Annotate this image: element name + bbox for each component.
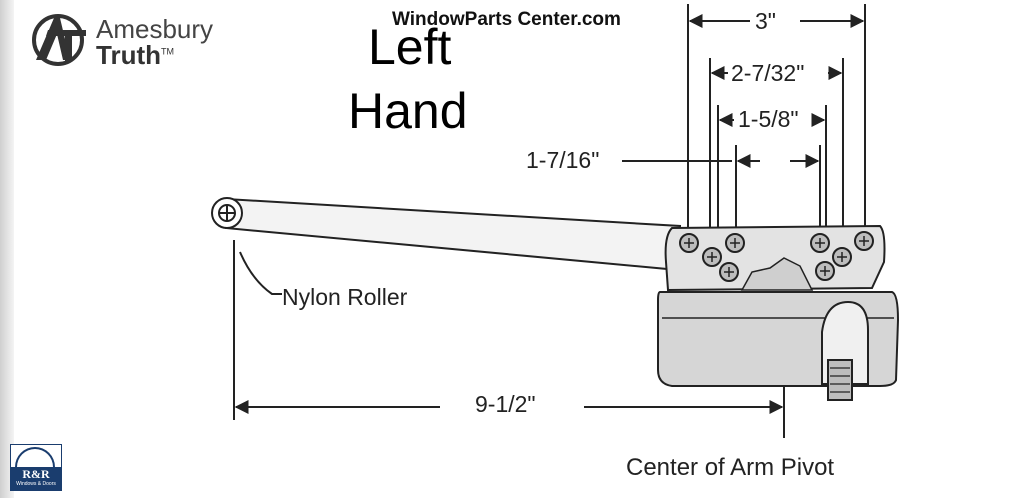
mounting-plate: [664, 224, 886, 292]
brand-line-amesbury: Amesbury: [96, 14, 214, 44]
handing-title-line1: Left: [368, 19, 452, 75]
dim-left-offset: 1-7/16": [526, 147, 600, 173]
left-edge-shadow: [0, 0, 14, 498]
gear-cover: [740, 257, 814, 291]
base-housing: [657, 291, 900, 401]
dealer-logo-subtext: Windows & Doors: [16, 481, 56, 487]
dimension-arrows: [234, 14, 865, 414]
label-center-arm-pivot: Center of Arm Pivot: [626, 454, 835, 481]
brand-line-truth: TruthTM: [96, 40, 174, 70]
extension-lines: [233, 4, 866, 438]
trademark-mark: TM: [161, 46, 174, 57]
handing-title-line2: Hand: [348, 83, 468, 139]
operator-arm: [211, 197, 682, 272]
dealer-logo-text: R&R: [22, 467, 50, 481]
dim-arm-length: 9-1/2": [475, 391, 536, 417]
logo-band: [11, 467, 61, 490]
roller-leader: [239, 251, 282, 295]
dealer-logo: R&R Windows & Doors: [10, 444, 62, 491]
dim-inner-width: 1-5/8": [738, 106, 799, 132]
amesbury-truth-logo: Amesbury TruthTM: [24, 10, 259, 74]
window-arch-icon: [15, 447, 55, 467]
label-nylon-roller: Nylon Roller: [282, 284, 408, 310]
crank-spline: [827, 359, 853, 401]
dim-overall-width: 3": [755, 8, 776, 34]
site-watermark: WindowParts Center.com: [392, 9, 621, 30]
dim-mid-width: 2-7/32": [731, 60, 805, 86]
at-monogram-icon: [32, 14, 86, 66]
